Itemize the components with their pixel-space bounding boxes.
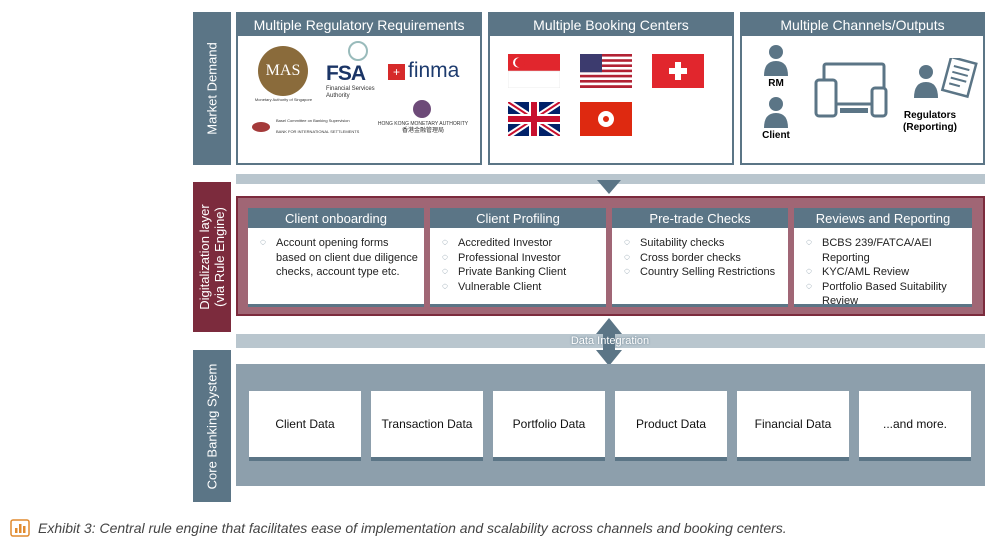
- singapore-flag-icon: [508, 54, 560, 88]
- regulatory-panel: Multiple Regulatory Requirements MAS Mon…: [236, 12, 482, 165]
- list-item: ◌Country Selling Restrictions: [624, 266, 776, 278]
- bullet-icon: ◌: [442, 237, 448, 248]
- bullet-icon: ◌: [624, 237, 630, 248]
- bcbs-caption: Basel Committee on Banking Supervision: [276, 118, 350, 123]
- list-item: ◌Private Banking Client: [442, 266, 567, 278]
- bullet-icon: ◌: [260, 237, 266, 248]
- layer-card: Client onboarding ◌Account opening forms…: [248, 208, 424, 304]
- digitalization-label-line1: Digitalization layer: [197, 204, 212, 310]
- bullet-icon: ◌: [806, 237, 812, 248]
- figure-caption: Exhibit 3: Central rule engine that faci…: [38, 520, 787, 536]
- devices-icon: [814, 62, 888, 118]
- core-data-box: Transaction Data: [371, 391, 483, 457]
- digitalization-label-line2: (via Rule Engine): [212, 207, 227, 307]
- bullet-icon: ◌: [624, 251, 630, 263]
- core-data-box: Client Data: [249, 391, 361, 457]
- regulators-label-line2: (Reporting): [903, 122, 957, 133]
- usa-flag-icon: [580, 54, 632, 88]
- list-item: ◌BCBS 239/FATCA/AEI Reporting: [806, 237, 932, 264]
- layer-card: Pre-trade Checks ◌Suitability checks ◌Cr…: [612, 208, 788, 304]
- client-person-icon: [764, 97, 788, 128]
- hkma-caption: HONG KONG MONETARY AUTHORITY: [377, 121, 469, 127]
- rm-person-icon: [764, 45, 788, 76]
- list-item: ◌Vulnerable Client: [442, 280, 542, 293]
- list-item: ◌Cross border checks: [624, 251, 741, 264]
- mas-caption: Monetary Authority of Singapore: [254, 97, 313, 102]
- booking-panel-title: Multiple Booking Centers: [490, 14, 732, 36]
- rm-label: RM: [768, 78, 784, 89]
- core-data-box: Financial Data: [737, 391, 849, 457]
- hkma-emblem-icon: [413, 100, 431, 118]
- bullet-icon: ◌: [806, 280, 812, 292]
- finma-logo: finma: [408, 59, 460, 82]
- list-item: ◌Portfolio Based Suitability Review: [806, 280, 947, 308]
- top-connector-bar: [236, 174, 985, 184]
- client-label: Client: [762, 130, 790, 141]
- channels-panel-title: Multiple Channels/Outputs: [742, 14, 983, 36]
- bullet-icon: ◌: [442, 266, 448, 277]
- down-arrow-icon: [597, 180, 621, 194]
- chart-icon: [10, 519, 30, 537]
- bullet-icon: ◌: [442, 251, 448, 263]
- regulators-reporting-icon: [914, 58, 978, 99]
- list-item: ◌Suitability checks: [624, 237, 725, 249]
- list-item: ◌KYC/AML Review: [806, 266, 910, 278]
- uk-flag-icon: [508, 102, 560, 136]
- bullet-icon: ◌: [624, 266, 630, 277]
- digitalization-layer-label: Digitalization layer(via Rule Engine): [193, 182, 231, 332]
- layer-card: Client Profiling ◌Accredited Investor ◌P…: [430, 208, 606, 304]
- market-demand-label: Market Demand: [193, 12, 231, 165]
- core-data-box: ...and more.: [859, 391, 971, 457]
- bidirectional-arrow-icon: [596, 318, 622, 366]
- bis-logo-icon: [252, 122, 270, 132]
- layer-card: Reviews and Reporting ◌BCBS 239/FATCA/AE…: [794, 208, 972, 307]
- regulators-label: Regulators (Reporting): [894, 110, 966, 134]
- hong-kong-flag-icon: [580, 102, 632, 136]
- layer-card-title: Pre-trade Checks: [612, 208, 788, 228]
- regulators-label-line1: Regulators: [903, 110, 957, 121]
- bullet-icon: ◌: [442, 280, 448, 292]
- core-data-box: Product Data: [615, 391, 727, 457]
- layer-card-title: Client Profiling: [430, 208, 606, 228]
- switzerland-flag-icon: [652, 54, 704, 88]
- core-data-box: Portfolio Data: [493, 391, 605, 457]
- core-banking-label: Core Banking System: [193, 350, 231, 502]
- fsa-logo: FSA: [326, 62, 366, 85]
- list-item: ◌Account opening forms based on client d…: [260, 237, 418, 278]
- list-item: ◌Professional Investor: [442, 251, 561, 264]
- finma-cross-icon: +: [388, 64, 405, 80]
- regulatory-panel-title: Multiple Regulatory Requirements: [238, 14, 480, 36]
- channels-panel: Multiple Channels/Outputs RM Client Regu…: [740, 12, 985, 165]
- layer-card-title: Client onboarding: [248, 208, 424, 228]
- data-integration-label: Data Integration: [570, 335, 650, 347]
- fsa-caption: Financial Services Authority: [326, 86, 375, 99]
- mas-logo: MAS: [258, 46, 308, 96]
- fsa-emblem-icon: [348, 41, 368, 61]
- layer-card-title: Reviews and Reporting: [794, 208, 972, 228]
- bis-caption: BANK FOR INTERNATIONAL SETTLEMENTS: [276, 129, 360, 134]
- bullet-icon: ◌: [806, 266, 812, 277]
- list-item: ◌Accredited Investor: [442, 237, 553, 249]
- hkma-chinese-caption: 香港金融管理局: [401, 128, 444, 134]
- booking-panel: Multiple Booking Centers: [488, 12, 734, 165]
